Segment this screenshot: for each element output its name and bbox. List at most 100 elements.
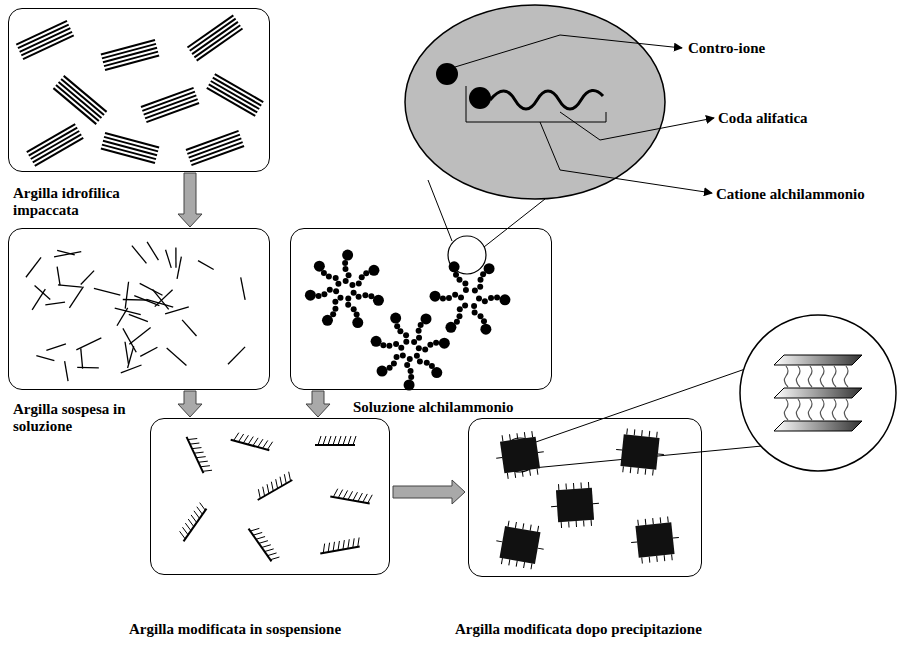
clay-sheet bbox=[187, 437, 204, 473]
alkyl-chain bbox=[358, 493, 363, 501]
clay-panel: Argilla sospesa in soluzione bbox=[8, 228, 270, 390]
alkyl-chain bbox=[820, 399, 824, 420]
clay-sheet bbox=[94, 288, 120, 295]
alkyl-chain bbox=[259, 541, 268, 544]
clay-sheet bbox=[23, 35, 74, 59]
panel-caption-text: Argilla modificata in sospensione bbox=[129, 621, 429, 638]
tail-bead bbox=[391, 361, 397, 367]
clay-sheet bbox=[140, 347, 157, 356]
process-arrow bbox=[178, 391, 202, 417]
clay-sheet bbox=[35, 138, 83, 166]
surfactant-head bbox=[371, 336, 382, 347]
callout-label: Coda alifatica bbox=[718, 110, 808, 127]
panel-caption: Soluzione alchilammonio bbox=[353, 399, 583, 416]
alkyl-chain bbox=[656, 556, 658, 562]
tail-bead bbox=[476, 295, 482, 301]
panel-caption: Argilla sospesa in soluzione bbox=[13, 401, 138, 435]
tail-bead bbox=[457, 306, 463, 312]
tactoid-body bbox=[620, 434, 659, 470]
alkyl-chain bbox=[645, 469, 647, 475]
alkyl-chain bbox=[200, 503, 206, 511]
callout-label: Catione alchilammonio bbox=[716, 186, 865, 203]
zoom-circle bbox=[448, 236, 486, 274]
panel-caption: Argilla modificata in sospensione bbox=[129, 621, 429, 638]
alkyl-chain bbox=[514, 472, 516, 478]
clay-sheet bbox=[117, 308, 128, 326]
clay-sheet bbox=[58, 285, 82, 287]
alkyl-chain bbox=[234, 433, 239, 441]
alkyl-chain bbox=[333, 436, 336, 445]
tail-bead bbox=[362, 292, 368, 298]
tail-bead bbox=[342, 260, 348, 266]
clay-sheet bbox=[45, 302, 65, 305]
panel-caption-text: Soluzione alchilammonio bbox=[353, 399, 583, 416]
tail-bead bbox=[471, 303, 477, 309]
clay-sheet bbox=[101, 148, 155, 162]
alkyl-chain bbox=[844, 399, 848, 420]
panel-caption-text: Argilla idrofilica impaccata bbox=[13, 185, 163, 219]
alkyl-chain bbox=[641, 557, 643, 563]
alkyl-chain bbox=[832, 399, 836, 420]
tail-bead bbox=[481, 318, 487, 324]
clay-sheet bbox=[21, 32, 72, 56]
clay-sheet bbox=[258, 480, 293, 500]
clay-layer bbox=[774, 388, 862, 398]
tactoid-body bbox=[556, 488, 594, 522]
tail-bead bbox=[424, 360, 430, 366]
tail-bead bbox=[386, 343, 392, 349]
clay-sheet bbox=[69, 287, 83, 308]
alkyl-chain bbox=[637, 468, 639, 474]
alkyl-chain bbox=[265, 549, 274, 552]
alkyl-chain bbox=[538, 451, 544, 453]
alkyl-chain bbox=[238, 434, 243, 442]
panel-caption-text: Argilla modificata dopo precipitazione bbox=[455, 621, 775, 638]
alkyl-chain bbox=[658, 453, 664, 455]
alkyl-chain bbox=[502, 435, 504, 441]
alkyl-chain bbox=[267, 484, 269, 493]
tail-bead bbox=[494, 294, 500, 300]
clay-sheet bbox=[53, 88, 96, 124]
alkyl-chain bbox=[630, 467, 632, 473]
surfactant-head bbox=[439, 338, 450, 349]
alkyl-chain bbox=[248, 437, 253, 445]
clay-sheet bbox=[105, 55, 159, 69]
tail-bead bbox=[342, 266, 348, 272]
clay-sheet bbox=[35, 286, 51, 300]
alkyl-chain bbox=[637, 520, 639, 526]
clay-sheet bbox=[184, 509, 207, 542]
generated-illustration bbox=[16, 15, 681, 570]
alkyl-chain bbox=[289, 472, 291, 481]
clay-sheet bbox=[198, 261, 214, 270]
tail-bead bbox=[463, 287, 469, 293]
alkyl-chain bbox=[667, 517, 669, 523]
clay-sheet bbox=[132, 246, 147, 264]
leader-line bbox=[455, 35, 682, 67]
alkyl-chain bbox=[185, 523, 191, 531]
alkyl-chain bbox=[180, 531, 186, 539]
zoom-ellipse bbox=[405, 5, 665, 199]
alkyl-chain bbox=[276, 479, 278, 488]
clay-sheet bbox=[144, 95, 197, 114]
alkyl-chain bbox=[631, 541, 637, 543]
alkyl-chain bbox=[243, 435, 248, 443]
tactoid-body bbox=[499, 526, 540, 564]
alkyl-chain bbox=[509, 434, 511, 440]
alkyl-chain bbox=[568, 521, 569, 527]
tail-bead bbox=[359, 274, 365, 280]
clay-sheet bbox=[320, 547, 359, 554]
alkyl-chain bbox=[323, 436, 326, 445]
surfactant-head bbox=[377, 366, 388, 377]
alkyl-chain bbox=[200, 466, 209, 467]
clay-sheet bbox=[187, 15, 233, 47]
alkyl-chain bbox=[270, 557, 279, 560]
alkyl-chain bbox=[343, 540, 344, 549]
alkyl-chain bbox=[363, 494, 368, 502]
alkyl-chain bbox=[253, 532, 262, 535]
alkyl-chain bbox=[197, 507, 203, 515]
surfactant-head bbox=[421, 313, 432, 324]
alkyl-chain bbox=[188, 439, 197, 440]
clay-sheet bbox=[190, 142, 243, 161]
surfactant-head bbox=[322, 315, 333, 326]
tail-bead bbox=[456, 313, 462, 319]
cation-bracket bbox=[466, 86, 606, 122]
